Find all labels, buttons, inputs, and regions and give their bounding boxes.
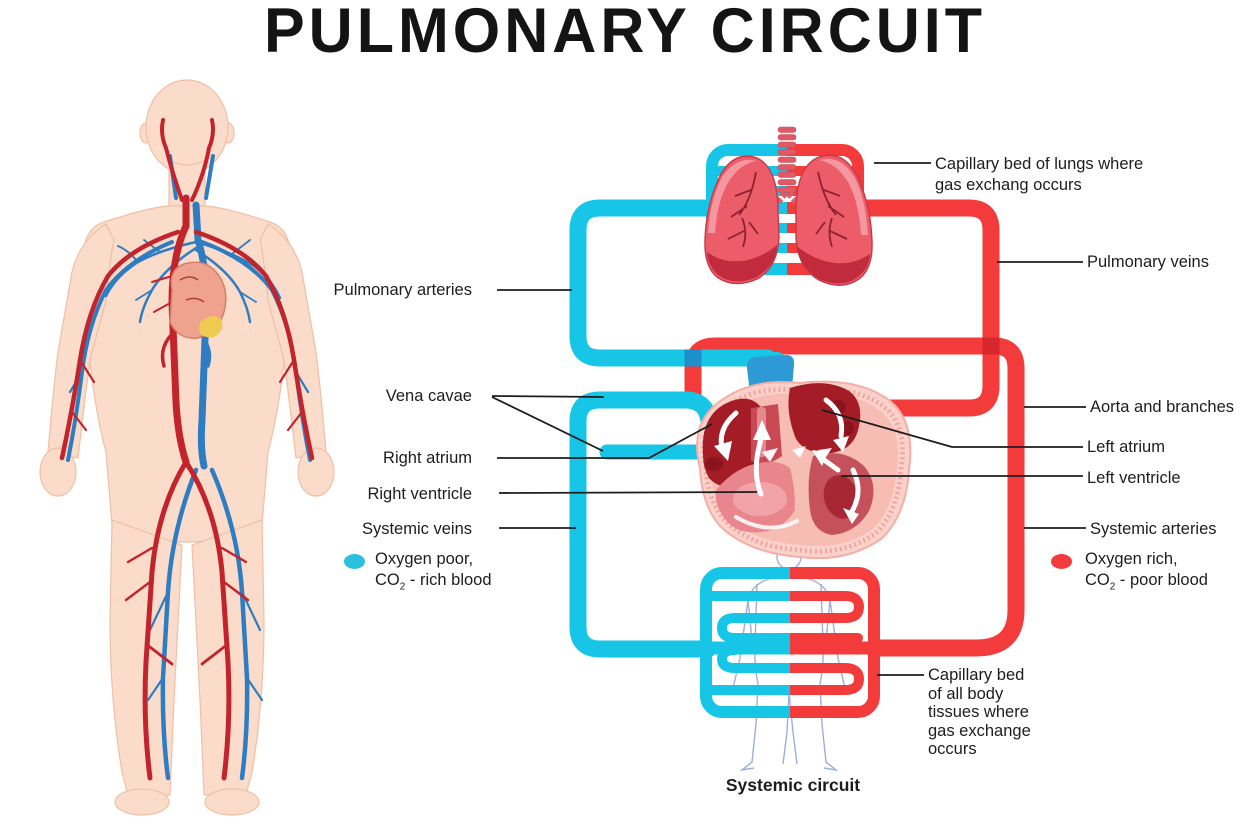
label-vena-cavae: Vena cavae <box>385 387 472 405</box>
label-capillary-lungs-line1: Capillary bed of lungs where <box>935 155 1144 173</box>
label-systemic-arteries: Systemic arteries <box>1090 520 1217 538</box>
legend-oxygen-poor-line1: Oxygen poor, <box>375 550 474 568</box>
cyan-red-crossing <box>684 349 702 367</box>
label-pulmonary-veins: Pulmonary veins <box>1087 253 1209 271</box>
legend-oxygen-rich-line1: Oxygen rich, <box>1085 550 1178 568</box>
legend-oxygen-rich: Oxygen rich, CO2 - poor blood <box>1085 549 1208 597</box>
pulmonary-artery-tube <box>569 199 777 367</box>
label-left-atrium: Left atrium <box>1087 438 1165 456</box>
blood-flow-arrows <box>718 397 861 530</box>
pointer-vena-cavae-1 <box>491 395 605 398</box>
trachea-icon <box>777 126 797 193</box>
human-body-illustration <box>39 79 335 816</box>
pointer-right-ventricle <box>498 491 758 494</box>
body-capillary-bed <box>682 573 898 712</box>
label-capillary-body: Capillary bed of all body tissues where … <box>928 666 1031 759</box>
heart-illustration <box>696 355 912 560</box>
oxygen-rich-dot-icon <box>1051 554 1072 569</box>
oxygen-poor-dot-icon <box>344 554 365 569</box>
label-capillary-lungs: Capillary bed of lungs where gas exchang… <box>935 154 1143 196</box>
label-capillary-body-line3: tissues where <box>928 703 1029 721</box>
label-capillary-body-line1: Capillary bed <box>928 666 1025 684</box>
pointer-vena-cavae-2 <box>491 396 604 452</box>
vena-cava-tube <box>569 391 718 658</box>
legend-oxygen-rich-line2: CO2 - poor blood <box>1085 571 1208 593</box>
label-systemic-veins: Systemic veins <box>361 520 472 538</box>
label-systemic-circuit: Systemic circuit <box>725 775 861 795</box>
label-capillary-lungs-line2: gas exchang occurs <box>935 176 1082 194</box>
label-capillary-body-line4: gas exchange <box>928 721 1031 740</box>
label-left-ventricle: Left ventricle <box>1087 469 1181 487</box>
page-title: PULMONARY CIRCUIT <box>263 0 987 66</box>
legend-oxygen-poor: Oxygen poor, CO2 - rich blood <box>375 549 492 597</box>
label-right-ventricle: Right ventricle <box>367 485 472 503</box>
label-capillary-body-line2: of all body <box>928 684 1004 703</box>
arrow-heads <box>714 420 859 524</box>
label-aorta: Aorta and branches <box>1090 398 1235 416</box>
pointer-lines <box>491 162 1086 676</box>
red-red-crossing <box>982 337 1000 355</box>
pointer-right-atrium <box>497 423 713 459</box>
legend-oxygen-poor-line2: CO2 - rich blood <box>375 571 492 593</box>
label-capillary-body-line5: occurs <box>928 740 977 758</box>
lungs-illustration <box>704 126 873 286</box>
label-right-atrium: Right atrium <box>383 449 472 467</box>
pulmonary-veins-tube <box>841 199 1000 417</box>
label-pulmonary-arteries: Pulmonary arteries <box>333 281 472 299</box>
pointer-left-atrium <box>821 409 1083 448</box>
body-heart-icon <box>169 261 227 339</box>
